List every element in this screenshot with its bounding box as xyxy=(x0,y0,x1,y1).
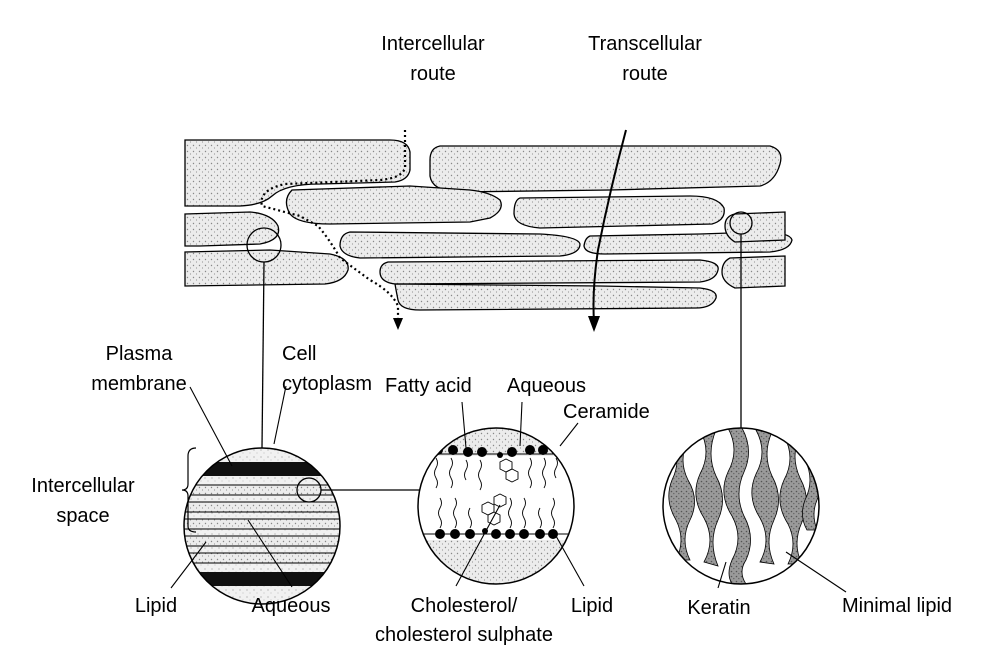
fatty-acid-label: Fatty acid xyxy=(385,375,472,397)
corneocyte xyxy=(185,212,279,246)
corneocyte xyxy=(430,146,781,192)
corneocyte xyxy=(185,250,348,286)
cholesterol-label: Cholesterol/ xyxy=(411,595,518,617)
intercellular-space-label: Intercellular xyxy=(31,475,135,497)
stratum-corneum-layers xyxy=(185,140,792,310)
keratin-circle xyxy=(660,425,825,590)
ceramide-label: Ceramide xyxy=(563,401,650,423)
corneocyte xyxy=(340,232,580,258)
corneocyte xyxy=(722,256,785,288)
transcellular-route-label: Transcellular xyxy=(588,33,702,55)
intercellular-route-arrowhead xyxy=(393,318,403,330)
cell-cytoplasm-label: Cell xyxy=(282,343,316,365)
keratin-label: Keratin xyxy=(687,597,750,619)
minimal-lipid-label: Minimal lipid xyxy=(842,595,952,617)
transcellular-route-arrowhead xyxy=(588,316,600,332)
cholesterol-label: cholesterol sulphate xyxy=(375,624,553,646)
corneocyte xyxy=(286,186,501,224)
corneocyte xyxy=(725,212,785,242)
leader-line xyxy=(262,262,264,448)
aqueous-label-bottom: Aqueous xyxy=(252,595,331,617)
plasma-membrane-label: membrane xyxy=(91,373,187,395)
intercellular-route-label: route xyxy=(410,63,456,85)
intercellular-route-label: Intercellular xyxy=(381,33,485,55)
aqueous-label-top: Aqueous xyxy=(507,375,586,397)
lipid-bilayer-circle xyxy=(410,420,582,592)
cell-cytoplasm-label: cytoplasm xyxy=(282,373,372,395)
plasma-membrane-label: Plasma xyxy=(106,343,174,365)
intercellular-space-circle xyxy=(180,444,350,614)
corneocyte xyxy=(514,196,724,228)
lipid-label-middle: Lipid xyxy=(571,595,613,617)
lipid-label-left: Lipid xyxy=(135,595,177,617)
intercellular-space-label: space xyxy=(56,505,109,527)
corneocyte xyxy=(395,284,716,310)
corneocyte xyxy=(380,260,718,284)
transcellular-route-label: route xyxy=(622,63,668,85)
